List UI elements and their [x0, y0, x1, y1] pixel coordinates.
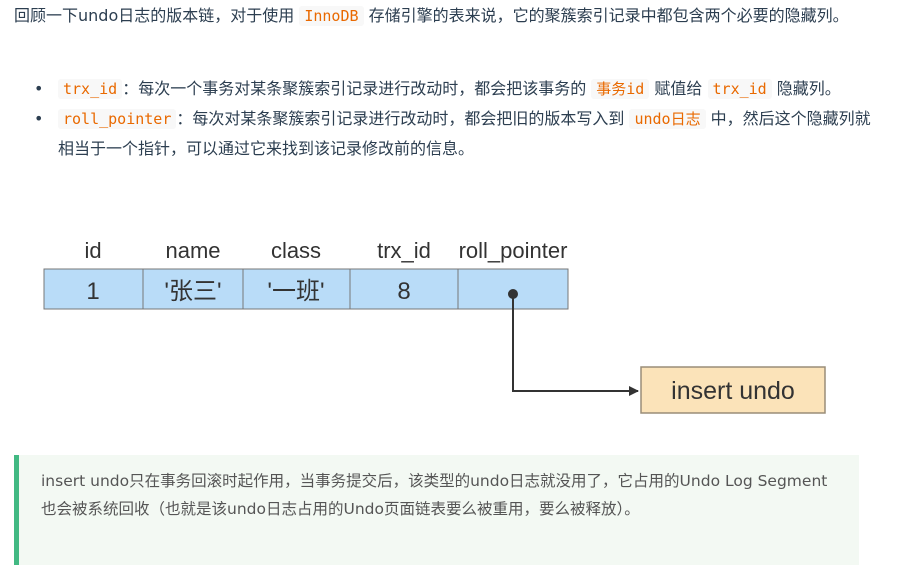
roll-pointer-text-2: 中，然后这个隐藏列就相当于一个指针，可以通过它来找到该记录修改前的信息。	[58, 109, 871, 158]
trx-id-text-3: 隐藏列。	[771, 79, 841, 98]
callout-note: insert undo只在事务回滚时起作用，当事务提交后，该类型的undo日志就…	[14, 455, 859, 565]
trx-id-code-2: trx_id	[707, 79, 772, 99]
cell-class	[242, 268, 351, 310]
insert-undo-box	[640, 366, 826, 414]
header-class: class	[271, 238, 321, 263]
intro-paragraph: 回顾一下undo日志的版本链，对于使用 InnoDB 存储引擎的表来说，它的聚簇…	[14, 2, 874, 30]
value-id: 1	[86, 278, 99, 305]
value-name: '张三'	[164, 278, 221, 305]
intro-text-2: 存储引擎的表来说，它的聚簇索引记录中都包含两个必要的隐藏列。	[363, 6, 849, 25]
header-roll-pointer: roll_pointer	[459, 238, 568, 263]
list-item-roll-pointer: • roll_pointer：每次对某条聚簇索引记录进行改动时，都会把旧的版本写…	[14, 104, 874, 163]
roll-pointer-text-1: ：每次对某条聚簇索引记录进行改动时，都会把旧的版本写入到	[176, 109, 630, 128]
header-id: id	[84, 238, 101, 263]
innodb-code: InnoDB	[299, 6, 364, 26]
callout-text: insert undo只在事务回滚时起作用，当事务提交后，该类型的undo日志就…	[41, 472, 828, 518]
cell-id	[43, 268, 144, 310]
roll-pointer-code: roll_pointer	[58, 109, 177, 129]
intro-text-1: 回顾一下undo日志的版本链，对于使用	[14, 6, 300, 25]
pointer-arrow	[512, 294, 639, 396]
list-item-trx-id: • trx_id：每次一个事务对某条聚簇索引记录进行改动时，都会把该事务的 事务…	[14, 74, 874, 104]
bullet-dot: •	[34, 109, 44, 128]
value-class: '一班'	[267, 278, 324, 305]
header-trx-id: trx_id	[377, 238, 431, 263]
insert-undo-label: insert undo	[671, 377, 795, 405]
header-name: name	[165, 238, 220, 263]
undo-log-code: undo日志	[629, 109, 706, 129]
transaction-id-code: 事务id	[591, 79, 650, 99]
hidden-columns-list: • trx_id：每次一个事务对某条聚簇索引记录进行改动时，都会把该事务的 事务…	[14, 74, 874, 163]
value-trx-id: 8	[397, 278, 410, 305]
cell-trx-id	[349, 268, 459, 310]
trx-id-text-2: 赋值给	[649, 79, 708, 98]
trx-id-text-1: ：每次一个事务对某条聚簇索引记录进行改动时，都会把该事务的	[122, 79, 592, 98]
bullet-dot: •	[34, 79, 44, 98]
trx-id-code: trx_id	[58, 79, 123, 99]
version-chain-diagram: id name class trx_id roll_pointer 1 '张三'…	[43, 238, 826, 414]
